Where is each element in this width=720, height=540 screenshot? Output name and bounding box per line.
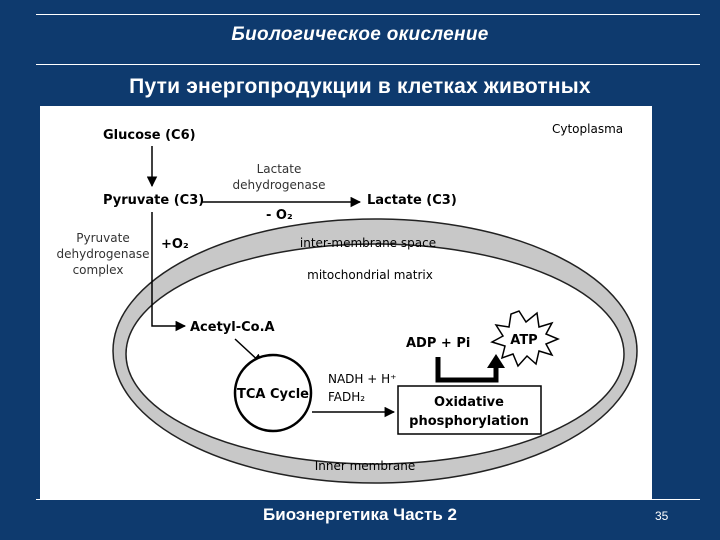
nadh-label: NADH + H⁺ [328,372,397,386]
energy-pathways-diagram: Glucose (C6) Cytoplasma Lactate dehydrog… [40,106,652,500]
page-number: 35 [655,509,669,523]
inner-membrane-label: Inner membrane [315,459,416,473]
ldh-label-1: Lactate [257,162,302,176]
bottom-divider [36,499,700,500]
header-title: Биологическое окисление [231,24,489,45]
pyruvate-label: Pyruvate (C3) [103,193,204,208]
tca-cycle-circle [233,353,313,433]
slide-title: Пути энергопродукции в клетках животных [129,75,591,98]
oxphos-label-2: phosphorylation [409,414,529,429]
pyruvate-to-acetylcoa-arrow [151,212,187,332]
oxphos-box [397,385,542,435]
top-divider [36,14,700,15]
glucose-label: Glucose (C6) [103,128,196,143]
diagram-svg: Glucose (C6) Cytoplasma Lactate dehydrog… [57,122,638,484]
acetyl-coa-label: Acetyl-Co.A [190,320,275,335]
pdh-label-3: complex [73,263,124,277]
ldh-label-2: dehydrogenase [233,178,326,192]
intermembrane-label: inter-membrane space [300,236,436,250]
atp-starburst [490,310,560,368]
matrix-label: mitochondrial matrix [307,268,433,282]
adp-to-atp-arrow [435,357,499,383]
footer-text: Биоэнергетика Часть 2 [263,505,457,524]
cytoplasma-label: Cytoplasma [552,122,623,136]
pdh-label-2: dehydrogenase [57,247,150,261]
title-divider [36,64,700,65]
adp-to-atp-arrowhead [487,354,505,368]
atp-label: ATP [510,333,537,348]
oxphos-label-1: Oxidative [434,395,504,410]
pdh-label-1: Pyruvate [76,231,129,245]
fadh-label: FADH₂ [328,390,365,404]
plus-o2-label: +O₂ [161,237,189,252]
lactate-label: Lactate (C3) [367,193,457,208]
minus-o2-label: - O₂ [266,208,293,223]
adp-label: ADP + Pi [406,336,470,351]
tca-cycle-label: TCA Cycle [237,387,309,402]
